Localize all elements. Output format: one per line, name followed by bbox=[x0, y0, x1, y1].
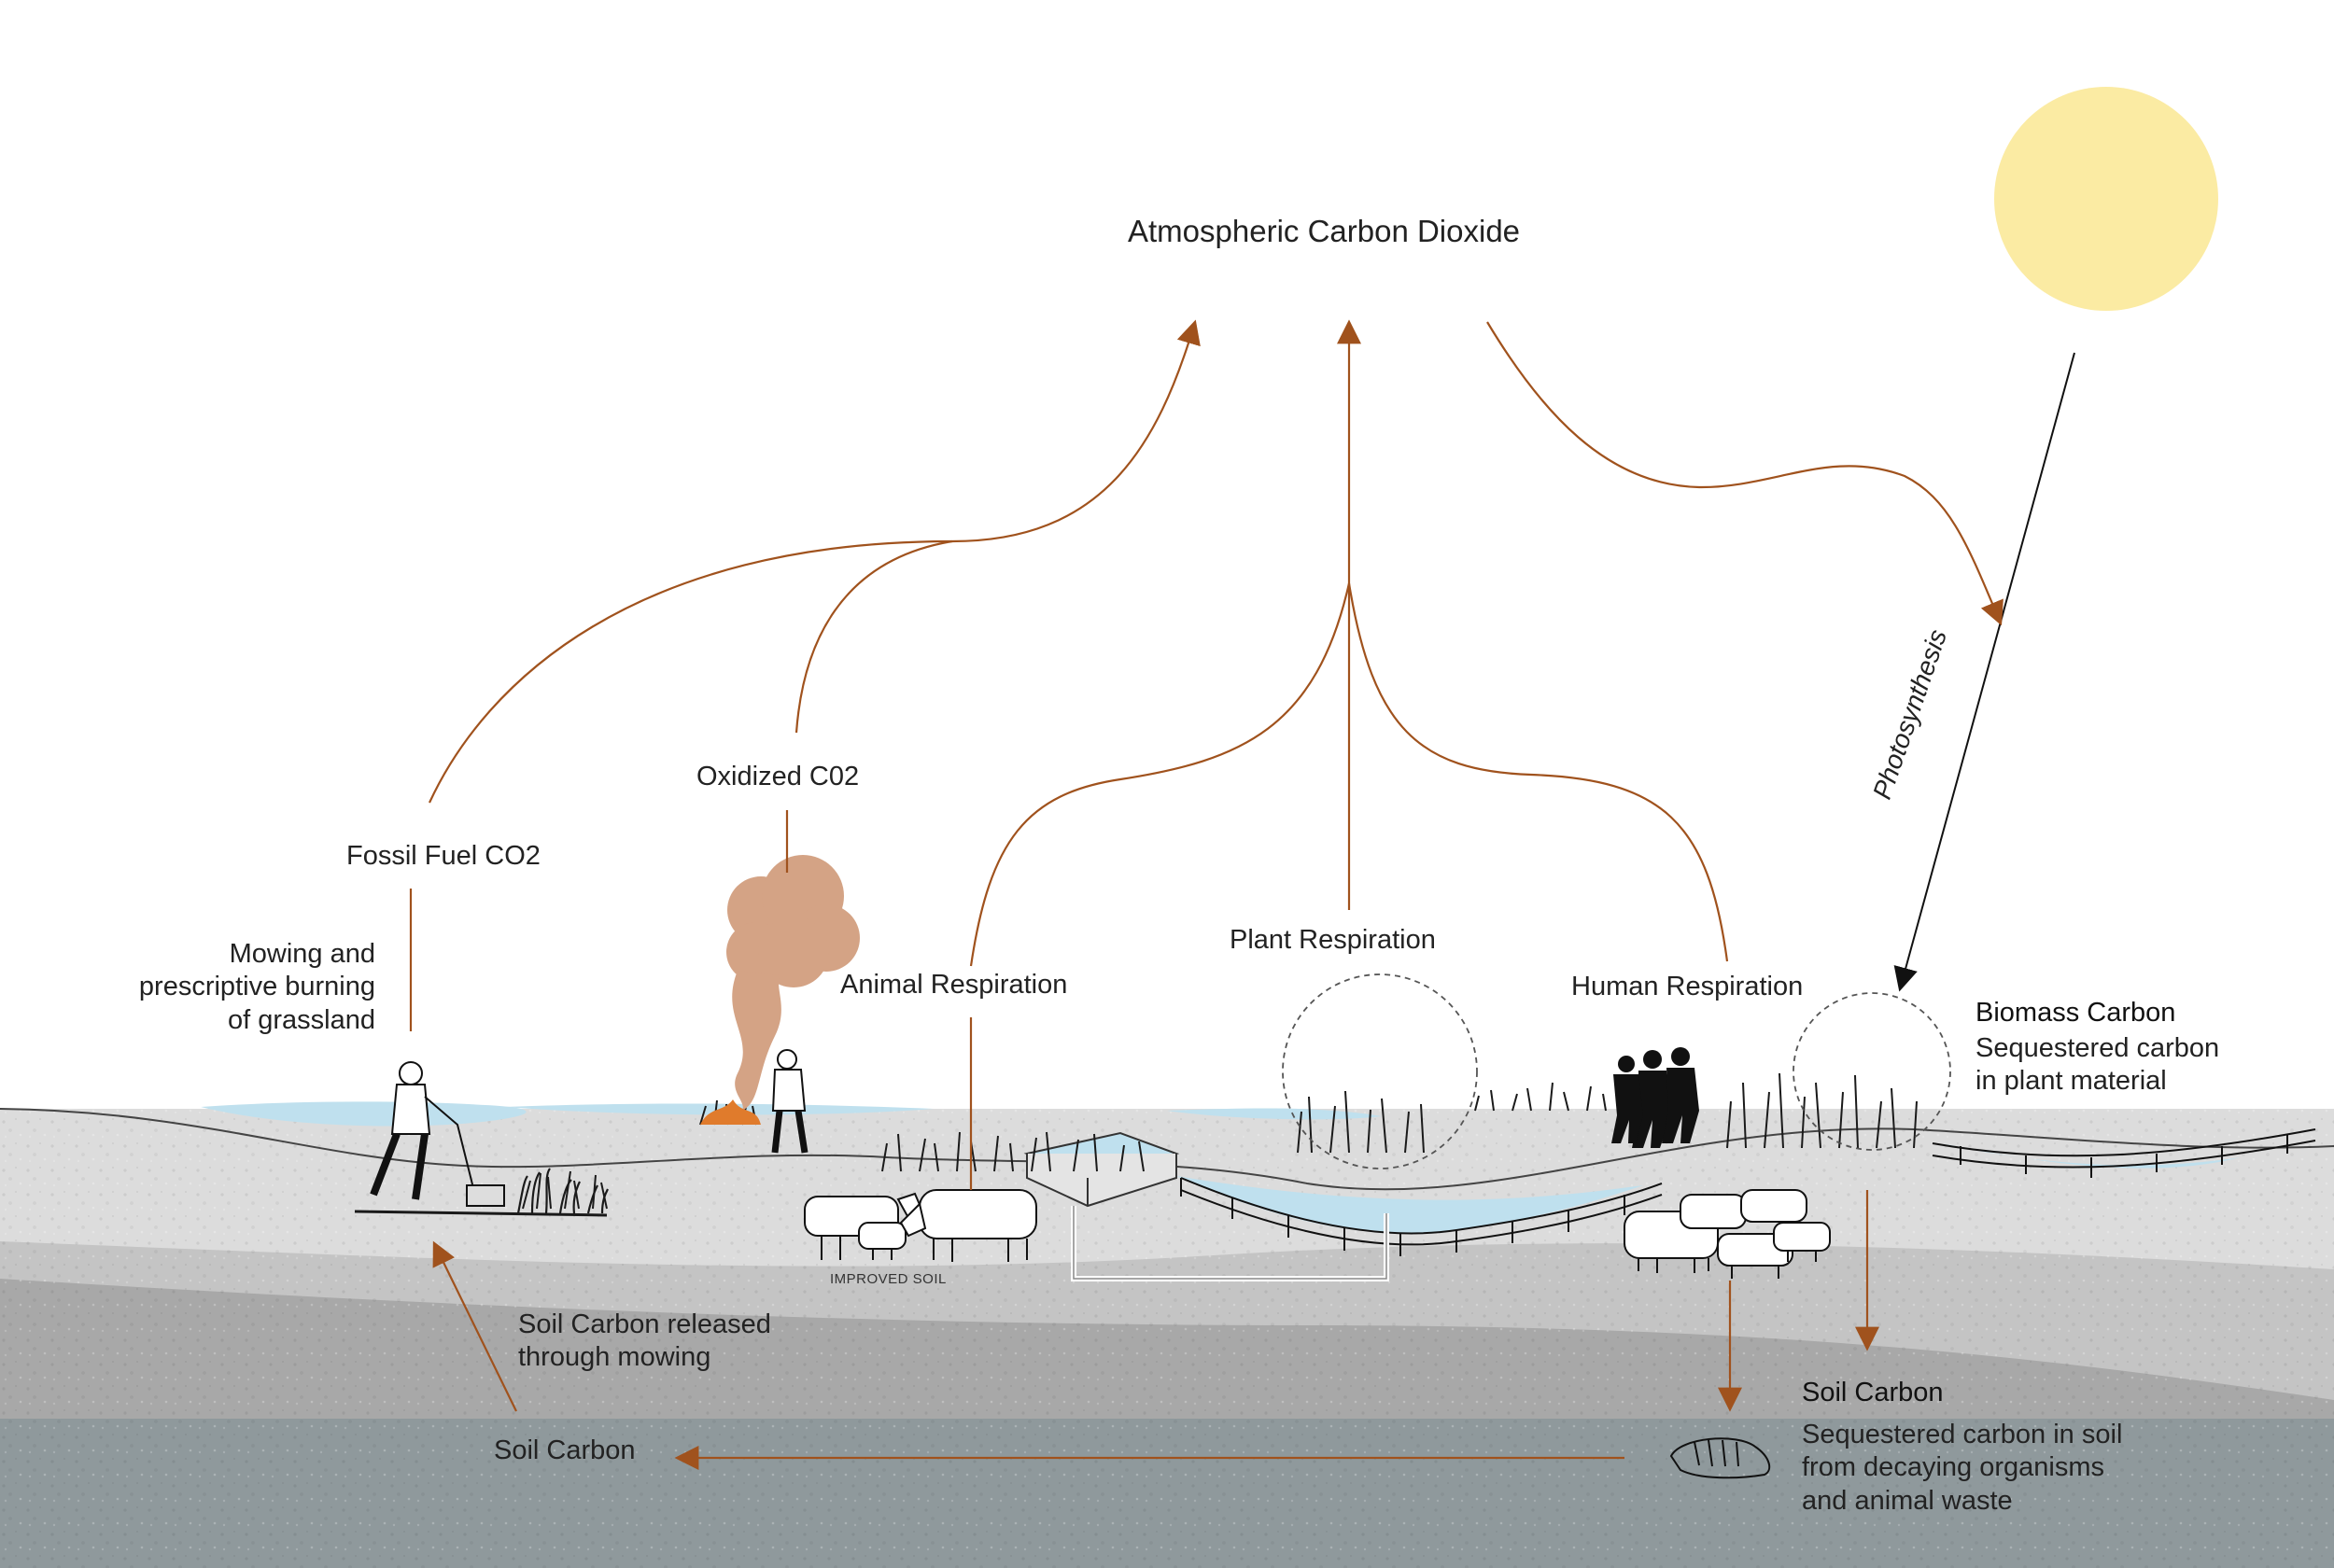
carbon-flow-arrows bbox=[409, 319, 2004, 1470]
photosynthesis-arrow bbox=[1893, 352, 2075, 992]
animal-respiration-label: Animal Respiration bbox=[840, 970, 1068, 1000]
arrow-oxidized-join bbox=[794, 539, 953, 734]
oxidized-label: Oxidized C02 bbox=[696, 762, 860, 791]
soil-carbon-desc: Sequestered carbon in soil from decaying… bbox=[1802, 1420, 2123, 1516]
fire bbox=[700, 1099, 761, 1125]
cattle-left bbox=[804, 1189, 1037, 1262]
soil-released-label: Soil Carbon released through mowing bbox=[518, 1309, 771, 1373]
mowing-label: Mowing and prescriptive burning of grass… bbox=[138, 939, 375, 1035]
arrow-human-respiration bbox=[1347, 582, 1729, 962]
soil-carbon-left-label: Soil Carbon bbox=[494, 1435, 636, 1465]
person-mowing bbox=[370, 1061, 505, 1207]
cattle-right bbox=[1624, 1189, 1831, 1279]
human-respiration-label: Human Respiration bbox=[1571, 972, 1804, 1001]
biomass-carbon-desc: Sequestered carbon in plant material bbox=[1975, 1033, 2220, 1097]
decaying-animal bbox=[1669, 1437, 1771, 1479]
plant-respiration-label: Plant Respiration bbox=[1230, 925, 1436, 955]
fossil-fuel-label: Fossil Fuel CO2 bbox=[346, 841, 541, 871]
plant-detail-circle bbox=[1282, 973, 1478, 1169]
arrow-soil-released bbox=[432, 1240, 517, 1412]
fences bbox=[1180, 1128, 2316, 1256]
soil-carbon-title: Soil Carbon bbox=[1802, 1378, 1944, 1407]
arrow-animal-respiration bbox=[969, 582, 1351, 967]
atmospheric-co2-label: Atmospheric Carbon Dioxide bbox=[1128, 214, 1521, 248]
hikers bbox=[1611, 1047, 1699, 1148]
sun bbox=[1994, 87, 2218, 311]
arrow-atmosphere-to-biomass bbox=[1486, 321, 2004, 626]
grass-under-mower bbox=[354, 1168, 609, 1217]
arrow-fossil-to-atmosphere bbox=[429, 319, 1201, 804]
soil-layers bbox=[0, 1108, 2334, 1568]
smoke-plume bbox=[726, 855, 860, 1111]
improved-soil-label: IMPROVED SOIL bbox=[830, 1271, 947, 1287]
person-burning bbox=[771, 1049, 808, 1154]
biomass-carbon-title: Biomass Carbon bbox=[1975, 998, 2176, 1028]
biomass-detail-circle bbox=[1793, 992, 1951, 1151]
